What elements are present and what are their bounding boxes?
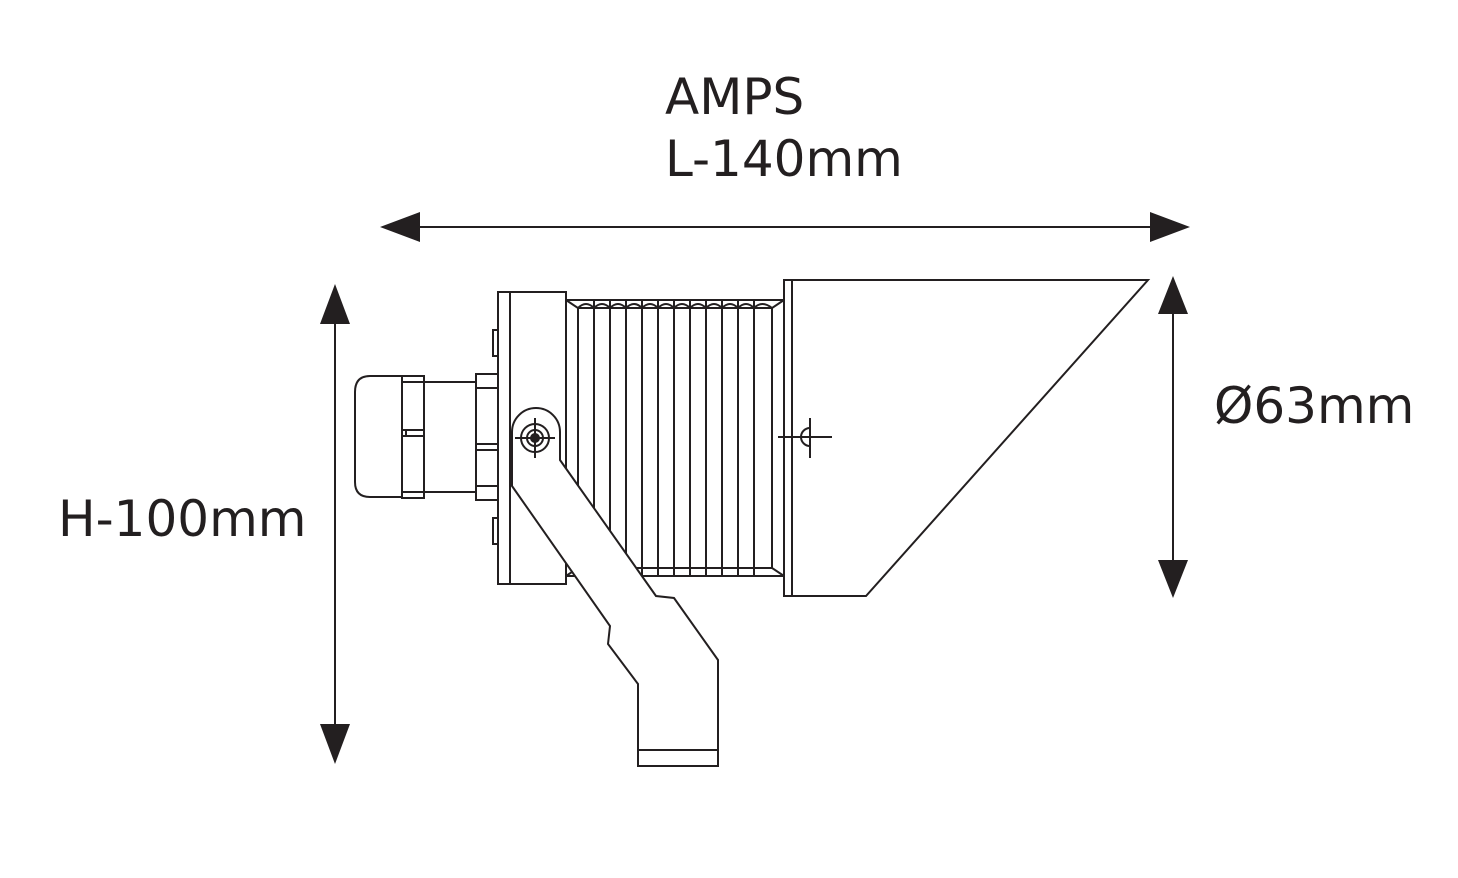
length-dimension-arrow — [380, 212, 1190, 242]
height-dimension-label: H-100mm — [58, 490, 307, 548]
centre-mark — [778, 418, 832, 458]
cable-gland — [354, 373, 499, 501]
mounting-bracket — [511, 407, 719, 767]
pivot-screw — [515, 418, 555, 458]
diameter-dimension-arrow — [1158, 276, 1188, 598]
finned-body — [565, 299, 785, 577]
length-dimension-label: L-140mm — [665, 130, 903, 188]
front-shroud — [783, 279, 1151, 597]
height-dimension-arrow — [320, 284, 350, 764]
product-name: AMPS — [665, 68, 805, 126]
diameter-dimension-label: Ø63mm — [1214, 377, 1415, 435]
